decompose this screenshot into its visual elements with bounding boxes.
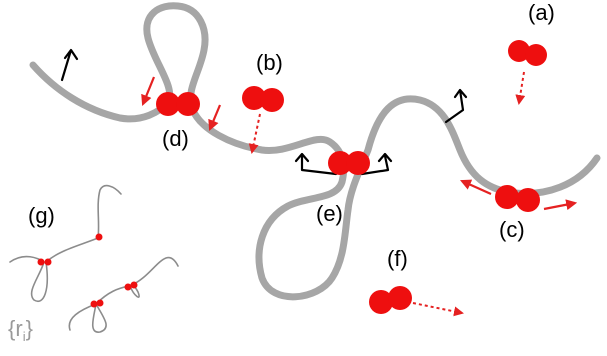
red-arrow-f-dashed	[412, 302, 464, 317]
inset-polymer-1	[9, 184, 122, 303]
cohesin-f	[369, 286, 412, 314]
cohesin-a	[508, 40, 547, 66]
inset-symbol-close: }	[26, 316, 33, 341]
red-arrow-a-dashed	[515, 71, 526, 105]
polymer-chain	[29, 2, 601, 301]
label-a: (a)	[528, 0, 555, 25]
inset-cohesin-1	[95, 233, 103, 241]
red-arrow-b-dashed	[248, 113, 261, 154]
label-c: (c)	[499, 217, 525, 242]
black-arrow-e-left	[294, 152, 338, 176]
cohesin-b	[242, 86, 284, 112]
label-f: (f)	[387, 246, 408, 271]
black-arrow-e-right	[360, 152, 393, 176]
cohesin-e	[328, 151, 370, 175]
cohesin-c	[495, 185, 540, 212]
black-arrow-left-end	[60, 48, 79, 82]
red-arrow-c-right	[543, 199, 578, 211]
label-d: (d)	[162, 126, 189, 151]
inset-polymer-2	[68, 256, 179, 333]
red-arrow-d-right	[208, 104, 222, 132]
cohesin-d	[156, 92, 200, 116]
black-arrow-right-end	[444, 88, 468, 124]
inset-symbol-sub: i	[23, 329, 26, 344]
inset-symbol-open: {r	[8, 316, 23, 341]
label-b: (b)	[256, 50, 283, 75]
inset-cohesin-2	[37, 258, 52, 266]
inset-cohesin-3	[90, 299, 104, 308]
label-g: (g)	[28, 203, 55, 228]
label-e: (e)	[316, 201, 343, 226]
inset-ensemble-symbol: {ri}	[8, 316, 33, 344]
red-arrow-c-left	[459, 179, 492, 196]
red-arrow-d-left	[141, 76, 156, 107]
inset-cohesin-4	[124, 281, 138, 291]
inset-ensemble	[9, 184, 179, 333]
